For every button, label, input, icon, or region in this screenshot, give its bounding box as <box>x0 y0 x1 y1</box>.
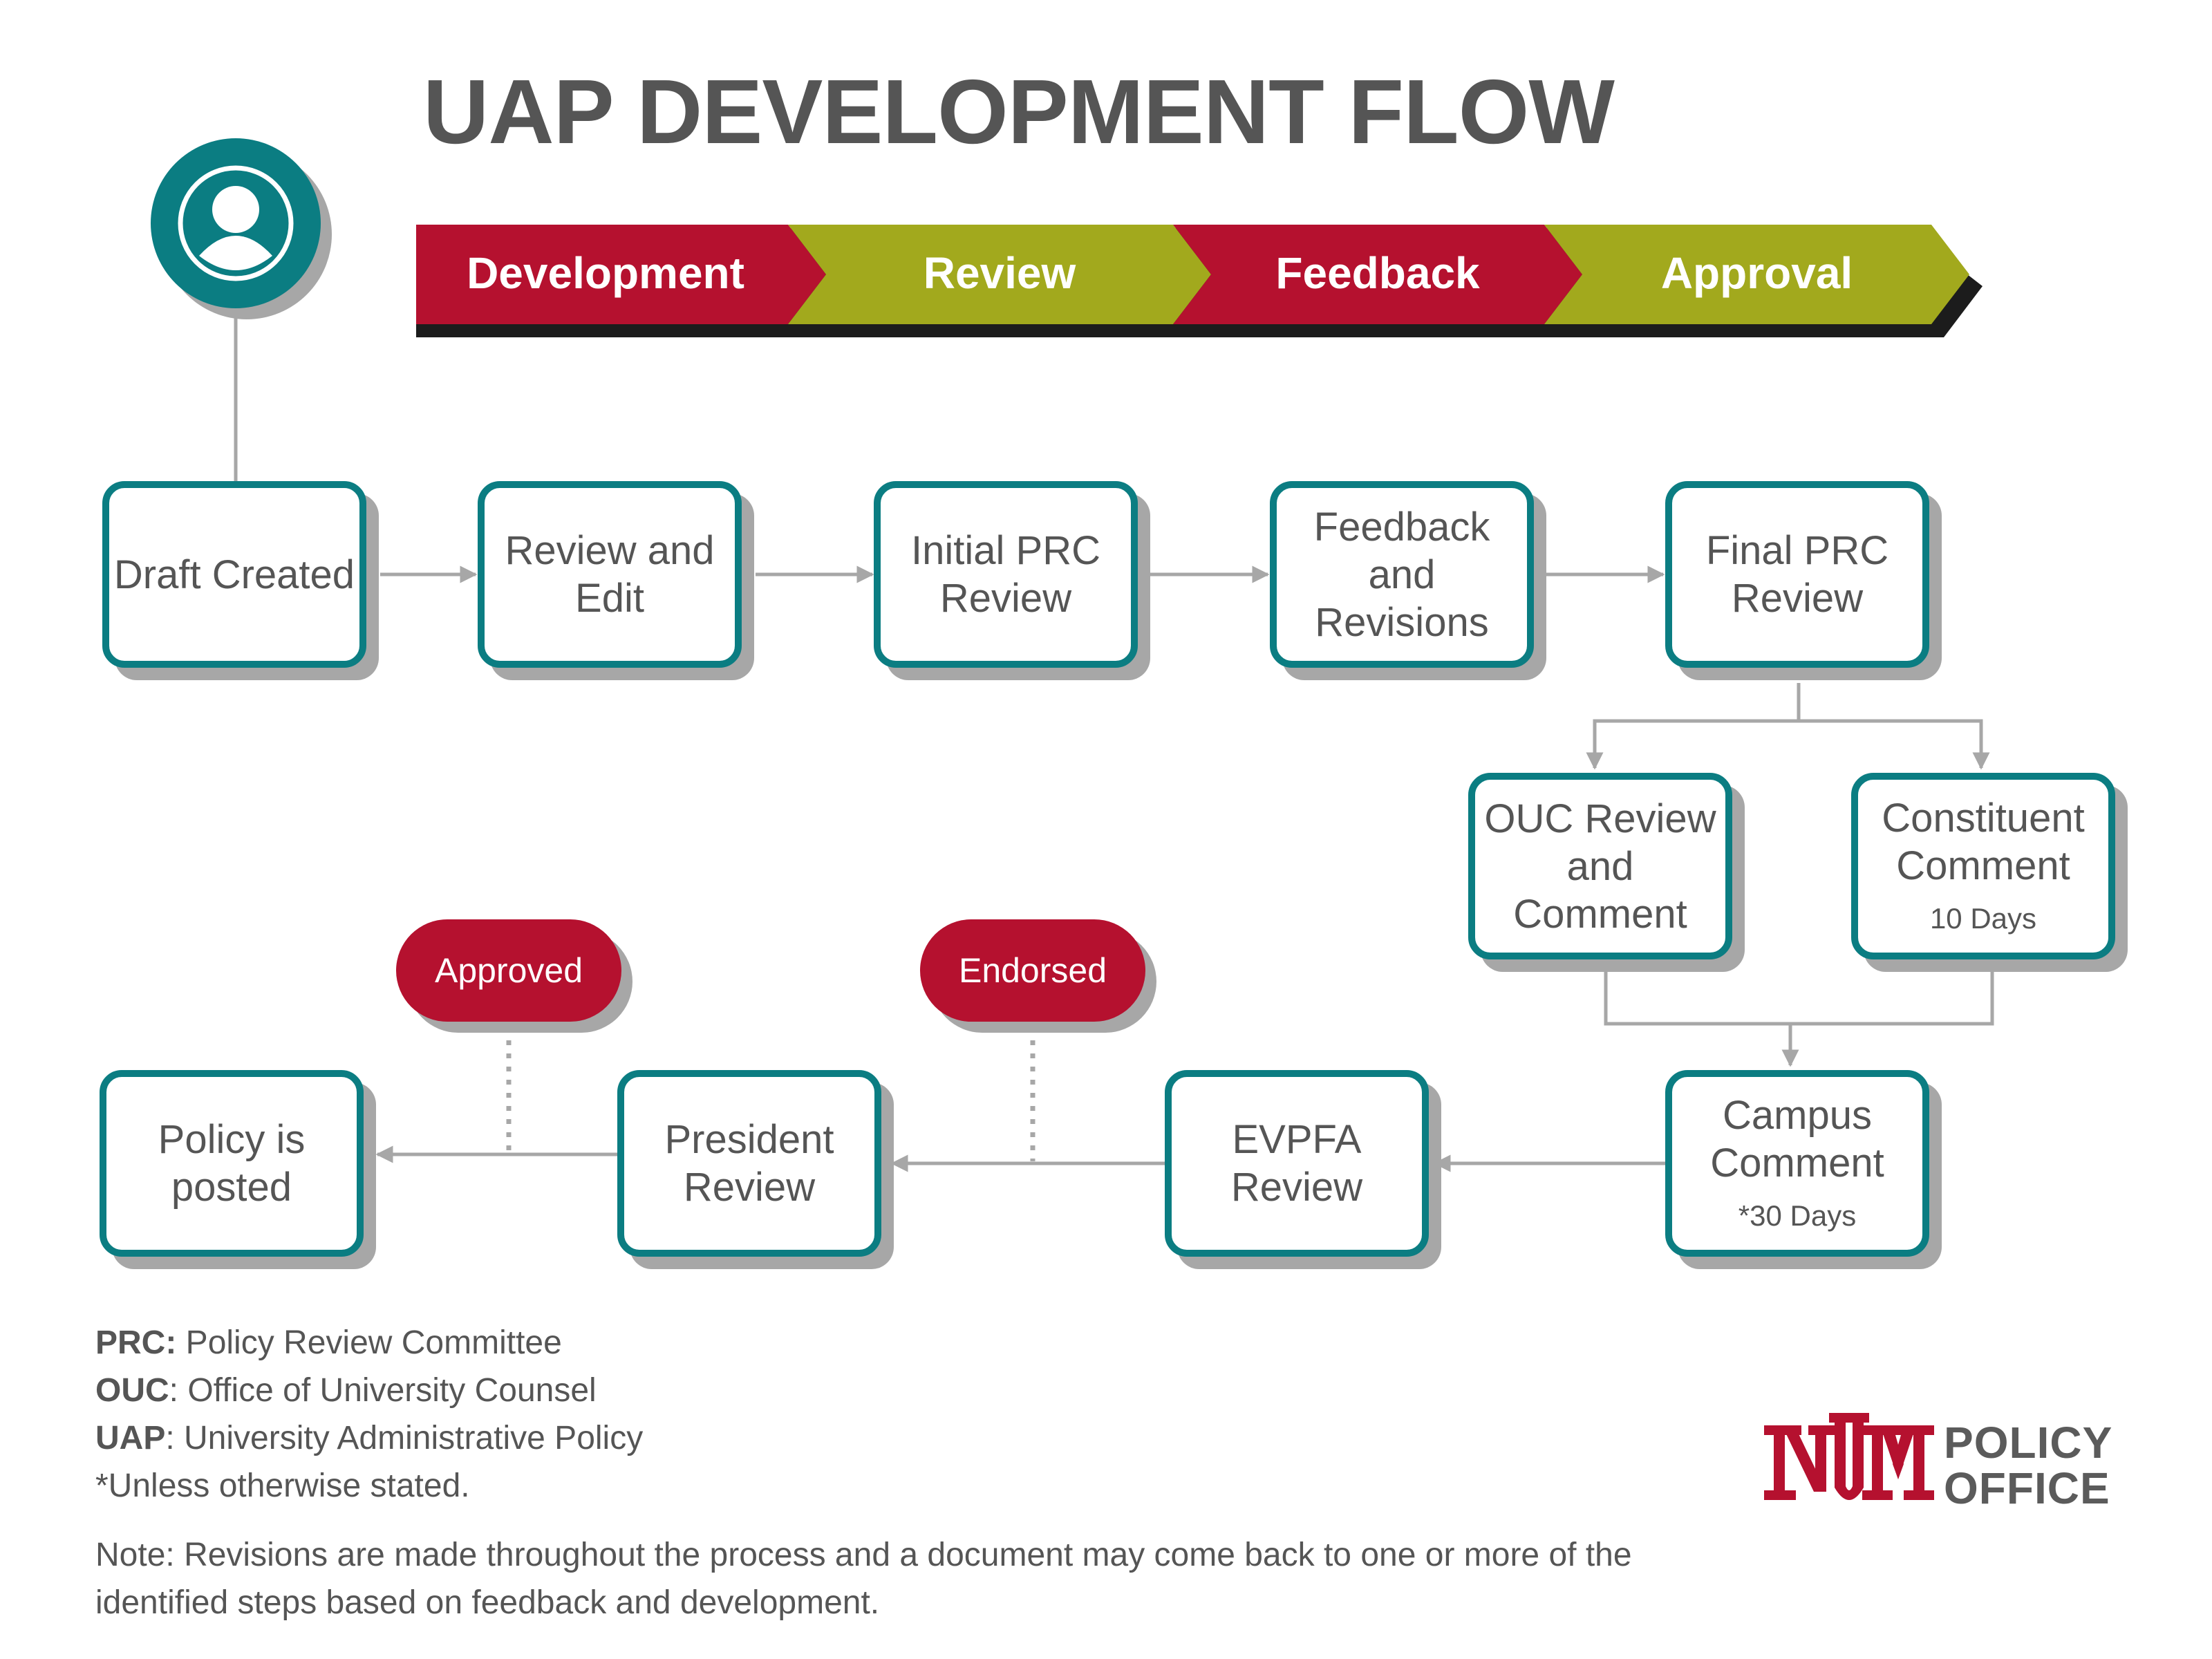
step-label: Constituent Comment <box>1882 796 2085 888</box>
step-review-and-edit[interactable]: Review and Edit <box>478 481 742 668</box>
page-title: UAP DEVELOPMENT FLOW <box>423 61 1615 162</box>
step-feedback-and-revisions[interactable]: Feedback and Revisions <box>1270 481 1534 668</box>
logo-line2: OFFICE <box>1944 1463 2110 1513</box>
legend-definition: *Unless otherwise stated. <box>95 1468 470 1504</box>
user-icon <box>178 165 294 281</box>
logo-line1: POLICY <box>1944 1418 2113 1468</box>
legend-term: PRC: <box>95 1324 177 1361</box>
connector-merge <box>1604 964 1994 1026</box>
phase-shape-approval <box>1544 225 1969 324</box>
step-label: Draft Created <box>113 552 355 597</box>
policy-office-logo: POLICY OFFICE <box>1763 1410 2143 1514</box>
step-note: *30 Days <box>1738 1199 1857 1232</box>
phase-shape-feedback <box>1173 225 1582 324</box>
step-constituent-comment[interactable]: Constituent Comment 10 Days <box>1851 773 2115 959</box>
legend: PRC: Policy Review Committee OUC: Office… <box>95 1319 643 1510</box>
step-label: Review and Edit <box>505 528 715 621</box>
legend-term: UAP <box>95 1420 166 1456</box>
step-label: President Review <box>664 1117 834 1210</box>
step-evpfa-review[interactable]: EVPFA Review <box>1165 1070 1429 1257</box>
step-final-prc-review[interactable]: Final PRC Review <box>1665 481 1929 668</box>
connector-final-split <box>1586 683 1801 770</box>
phase-shape-review <box>788 225 1211 324</box>
phase-shape-development <box>416 225 826 324</box>
step-label: Feedback and Revisions <box>1313 504 1490 645</box>
phase-label-feedback: Feedback <box>1275 248 1480 298</box>
legend-definition: Policy Review Committee <box>185 1324 562 1361</box>
unm-logo-icon <box>1764 1413 1934 1500</box>
step-note: 10 Days <box>1929 902 2037 935</box>
step-policy-is-posted[interactable]: Policy is posted <box>100 1070 364 1257</box>
legend-row-ouc: OUC: Office of University Counsel <box>95 1367 643 1414</box>
logo-text: POLICY OFFICE <box>1944 1420 2112 1511</box>
step-ouc-review-and-comment[interactable]: OUC Review and Comment <box>1468 773 1732 959</box>
step-label: Initial PRC Review <box>911 528 1100 621</box>
legend-definition: : Office of University Counsel <box>169 1372 597 1409</box>
step-label: Campus Comment <box>1710 1093 1884 1185</box>
phase-bar <box>416 225 1983 337</box>
step-campus-comment[interactable]: Campus Comment *30 Days <box>1665 1070 1929 1257</box>
step-label: EVPFA Review <box>1230 1117 1363 1210</box>
legend-row-footnote: *Unless otherwise stated. <box>95 1462 643 1510</box>
connector-final-to-constituent <box>1799 719 1990 770</box>
process-note: Note: Revisions are made throughout the … <box>95 1537 1632 1621</box>
legend-row-prc: PRC: Policy Review Committee <box>95 1319 643 1367</box>
phase-label-approval: Approval <box>1660 248 1853 298</box>
approved-tag: Approved <box>396 919 621 1022</box>
step-label: Policy is posted <box>158 1117 306 1210</box>
avatar <box>151 138 321 308</box>
step-president-review[interactable]: President Review <box>617 1070 881 1257</box>
step-label: OUC Review and Comment <box>1484 796 1716 937</box>
step-label: Final PRC Review <box>1705 528 1889 621</box>
legend-definition: : University Administrative Policy <box>165 1420 644 1456</box>
legend-term: OUC <box>95 1372 169 1409</box>
step-draft-created[interactable]: Draft Created <box>102 481 366 668</box>
endorsed-tag: Endorsed <box>920 919 1145 1022</box>
phase-label-review: Review <box>923 248 1076 298</box>
phase-label-development: Development <box>467 248 744 298</box>
step-initial-prc-review[interactable]: Initial PRC Review <box>874 481 1138 668</box>
legend-row-uap: UAP: University Administrative Policy <box>95 1414 643 1462</box>
